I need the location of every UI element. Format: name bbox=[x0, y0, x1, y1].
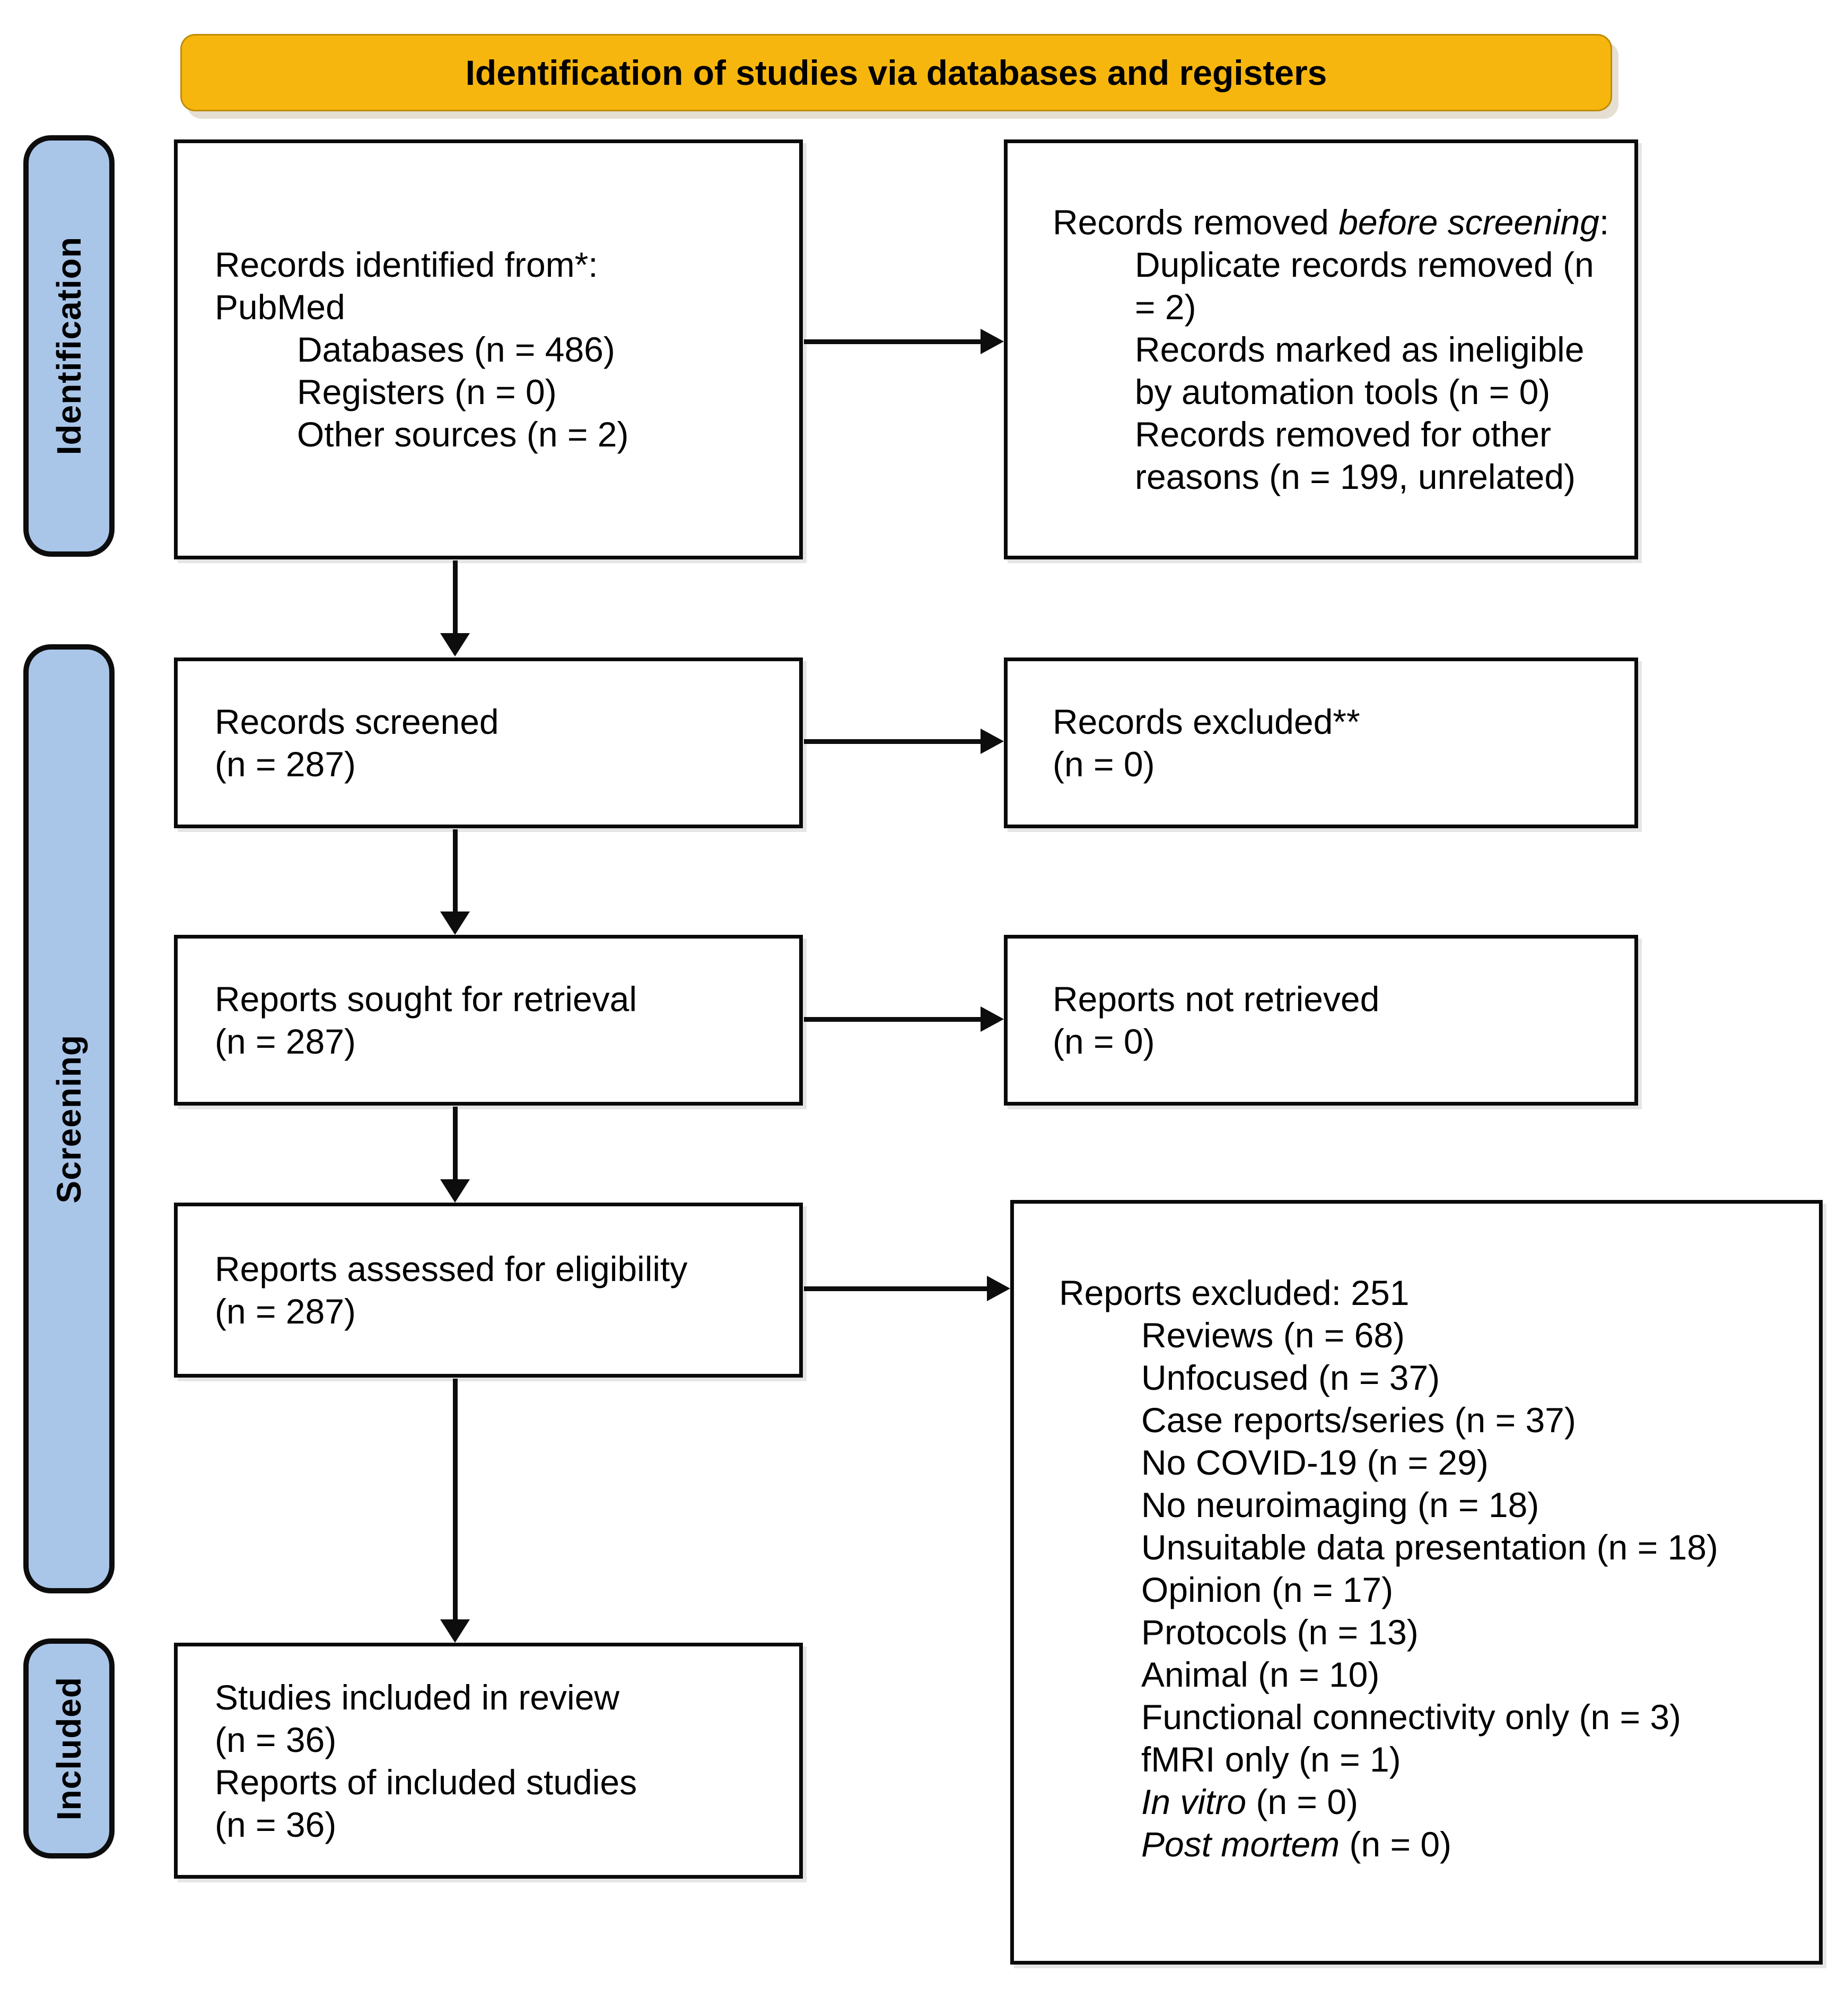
box-reports-assessed-text: Reports assessed for eligibility (n = 28… bbox=[178, 1232, 799, 1348]
arrow-shaft bbox=[804, 339, 983, 344]
arrow-shaft bbox=[453, 1107, 458, 1181]
box-reports-not-retrieved-text: Reports not retrieved (n = 0) bbox=[1008, 962, 1634, 1079]
box-records-screened-text: Records screened (n = 287) bbox=[178, 685, 799, 801]
box-reports-excluded-reasons: Reports excluded: 251 Reviews (n = 68)Un… bbox=[1010, 1200, 1823, 1965]
text-line: Post mortem (n = 0) bbox=[1141, 1825, 1452, 1864]
text-line: PubMed bbox=[215, 287, 345, 327]
text-line: Unfocused (n = 37) bbox=[1141, 1358, 1440, 1397]
text-line: (n = 287) bbox=[215, 1292, 356, 1331]
text-line: (n = 36) bbox=[215, 1720, 337, 1759]
text-line: Other sources (n = 2) bbox=[297, 415, 629, 454]
text-line: Duplicate records removed (n = 2) bbox=[1135, 245, 1594, 327]
included-lines: Studies included in review(n = 36)Report… bbox=[215, 1676, 778, 1846]
text-line: (n = 0) bbox=[1053, 1022, 1155, 1061]
removed-reasons-list: Duplicate records removed (n = 2)Records… bbox=[1135, 243, 1618, 498]
text-line: Databases (n = 486) bbox=[297, 330, 615, 369]
text-line: (n = 287) bbox=[215, 1022, 356, 1061]
box-records-identified: Records identified from*: PubMed Databas… bbox=[174, 139, 803, 559]
text-line: Reviews (n = 68) bbox=[1141, 1316, 1405, 1355]
text-line: Functional connectivity only (n = 3) bbox=[1141, 1697, 1682, 1737]
text-line: Unsuitable data presentation (n = 18) bbox=[1141, 1528, 1718, 1567]
box-records-identified-text: Records identified from*: PubMed Databas… bbox=[178, 227, 799, 471]
stage-screening-label: Screening bbox=[50, 1034, 88, 1204]
arrow-shaft bbox=[804, 1286, 989, 1291]
arrow-assessed-to-excluded-reasons bbox=[804, 1276, 1010, 1301]
text-line: Records excluded** bbox=[1053, 702, 1360, 741]
arrow-sought-to-not-retrieved bbox=[804, 1006, 1004, 1032]
stage-screening: Screening bbox=[23, 644, 115, 1593]
text-line: Records removed for other reasons (n = 1… bbox=[1135, 415, 1576, 496]
arrow-sought-to-assessed bbox=[440, 1107, 470, 1203]
text-line: Reports sought for retrieval bbox=[215, 979, 637, 1019]
text-line: Records marked as ineligible by automati… bbox=[1135, 330, 1585, 411]
stage-included: Included bbox=[23, 1638, 115, 1859]
arrow-head-right-icon bbox=[987, 1276, 1010, 1301]
banner-label: Identification of studies via databases … bbox=[465, 53, 1327, 92]
text-line: Reports not retrieved bbox=[1053, 979, 1380, 1019]
text-line: Case reports/series (n = 37) bbox=[1141, 1400, 1576, 1440]
arrow-head-down-icon bbox=[440, 1619, 470, 1643]
box-studies-included-text: Studies included in review(n = 36)Report… bbox=[178, 1660, 799, 1862]
text-line: Studies included in review bbox=[215, 1677, 620, 1717]
arrow-head-down-icon bbox=[440, 633, 470, 656]
stage-identification: Identification bbox=[23, 135, 115, 557]
text-line: No neuroimaging (n = 18) bbox=[1141, 1485, 1539, 1524]
text-line: fMRI only (n = 1) bbox=[1141, 1740, 1401, 1779]
arrow-shaft bbox=[453, 1379, 458, 1621]
arrow-identified-to-screened bbox=[440, 560, 470, 656]
text-line: Registers (n = 0) bbox=[297, 372, 557, 411]
banner-identification-of-studies: Identification of studies via databases … bbox=[180, 34, 1612, 111]
arrow-head-down-icon bbox=[440, 1179, 470, 1203]
stage-identification-label: Identification bbox=[50, 236, 88, 455]
text-line: Reports of included studies bbox=[215, 1762, 637, 1802]
text-line: Opinion (n = 17) bbox=[1141, 1570, 1394, 1609]
box-records-removed-text: Records removed before screening: Duplic… bbox=[1008, 185, 1634, 514]
exclusion-reasons-list: Reviews (n = 68)Unfocused (n = 37)Case r… bbox=[1141, 1314, 1803, 1865]
text-line: (n = 287) bbox=[215, 744, 356, 784]
removed-suffix: : bbox=[1599, 203, 1609, 242]
arrow-screened-to-sought bbox=[440, 829, 470, 935]
box-studies-included: Studies included in review(n = 36)Report… bbox=[174, 1643, 803, 1879]
removed-prefix: Records removed bbox=[1053, 203, 1339, 242]
text-line: Records identified from*: bbox=[215, 245, 598, 284]
reports-excluded-heading: Reports excluded: 251 bbox=[1059, 1273, 1410, 1312]
box-reports-not-retrieved: Reports not retrieved (n = 0) bbox=[1004, 935, 1638, 1106]
arrow-head-right-icon bbox=[981, 329, 1004, 354]
arrow-assessed-to-included bbox=[440, 1379, 470, 1643]
box-records-screened: Records screened (n = 287) bbox=[174, 658, 803, 828]
box-records-excluded: Records excluded** (n = 0) bbox=[1004, 658, 1638, 828]
identified-sources-list: Databases (n = 486)Registers (n = 0) Othe… bbox=[297, 328, 778, 455]
box-reports-assessed: Reports assessed for eligibility (n = 28… bbox=[174, 1203, 803, 1378]
box-records-removed-before-screening: Records removed before screening: Duplic… bbox=[1004, 139, 1638, 559]
removed-italic: before screening bbox=[1338, 203, 1599, 242]
text-line: Records screened bbox=[215, 702, 499, 741]
text-line: (n = 0) bbox=[1053, 744, 1155, 784]
text-line: No COVID-19 (n = 29) bbox=[1141, 1443, 1489, 1482]
box-reports-excluded-text: Reports excluded: 251 Reviews (n = 68)Un… bbox=[1014, 1204, 1819, 1881]
text-line: (n = 36) bbox=[215, 1804, 337, 1844]
arrow-screened-to-excluded bbox=[804, 729, 1004, 754]
text-line: Animal (n = 10) bbox=[1141, 1655, 1380, 1694]
arrow-head-right-icon bbox=[981, 729, 1004, 754]
text-line: In vitro (n = 0) bbox=[1141, 1782, 1359, 1821]
box-reports-sought: Reports sought for retrieval (n = 287) bbox=[174, 935, 803, 1106]
text-line: Records removed before screening: bbox=[1053, 201, 1618, 243]
arrow-shaft bbox=[453, 829, 458, 914]
arrow-head-down-icon bbox=[440, 911, 470, 935]
stage-included-label: Included bbox=[50, 1676, 88, 1821]
arrow-shaft bbox=[804, 1017, 983, 1022]
text-line: Protocols (n = 13) bbox=[1141, 1612, 1419, 1652]
box-reports-sought-text: Reports sought for retrieval (n = 287) bbox=[178, 962, 799, 1079]
box-records-excluded-text: Records excluded** (n = 0) bbox=[1008, 685, 1634, 801]
text-line: Reports assessed for eligibility bbox=[215, 1249, 688, 1289]
arrow-shaft bbox=[804, 739, 983, 744]
arrow-head-right-icon bbox=[981, 1006, 1004, 1032]
arrow-identified-to-removed bbox=[804, 329, 1004, 354]
arrow-shaft bbox=[453, 560, 458, 635]
